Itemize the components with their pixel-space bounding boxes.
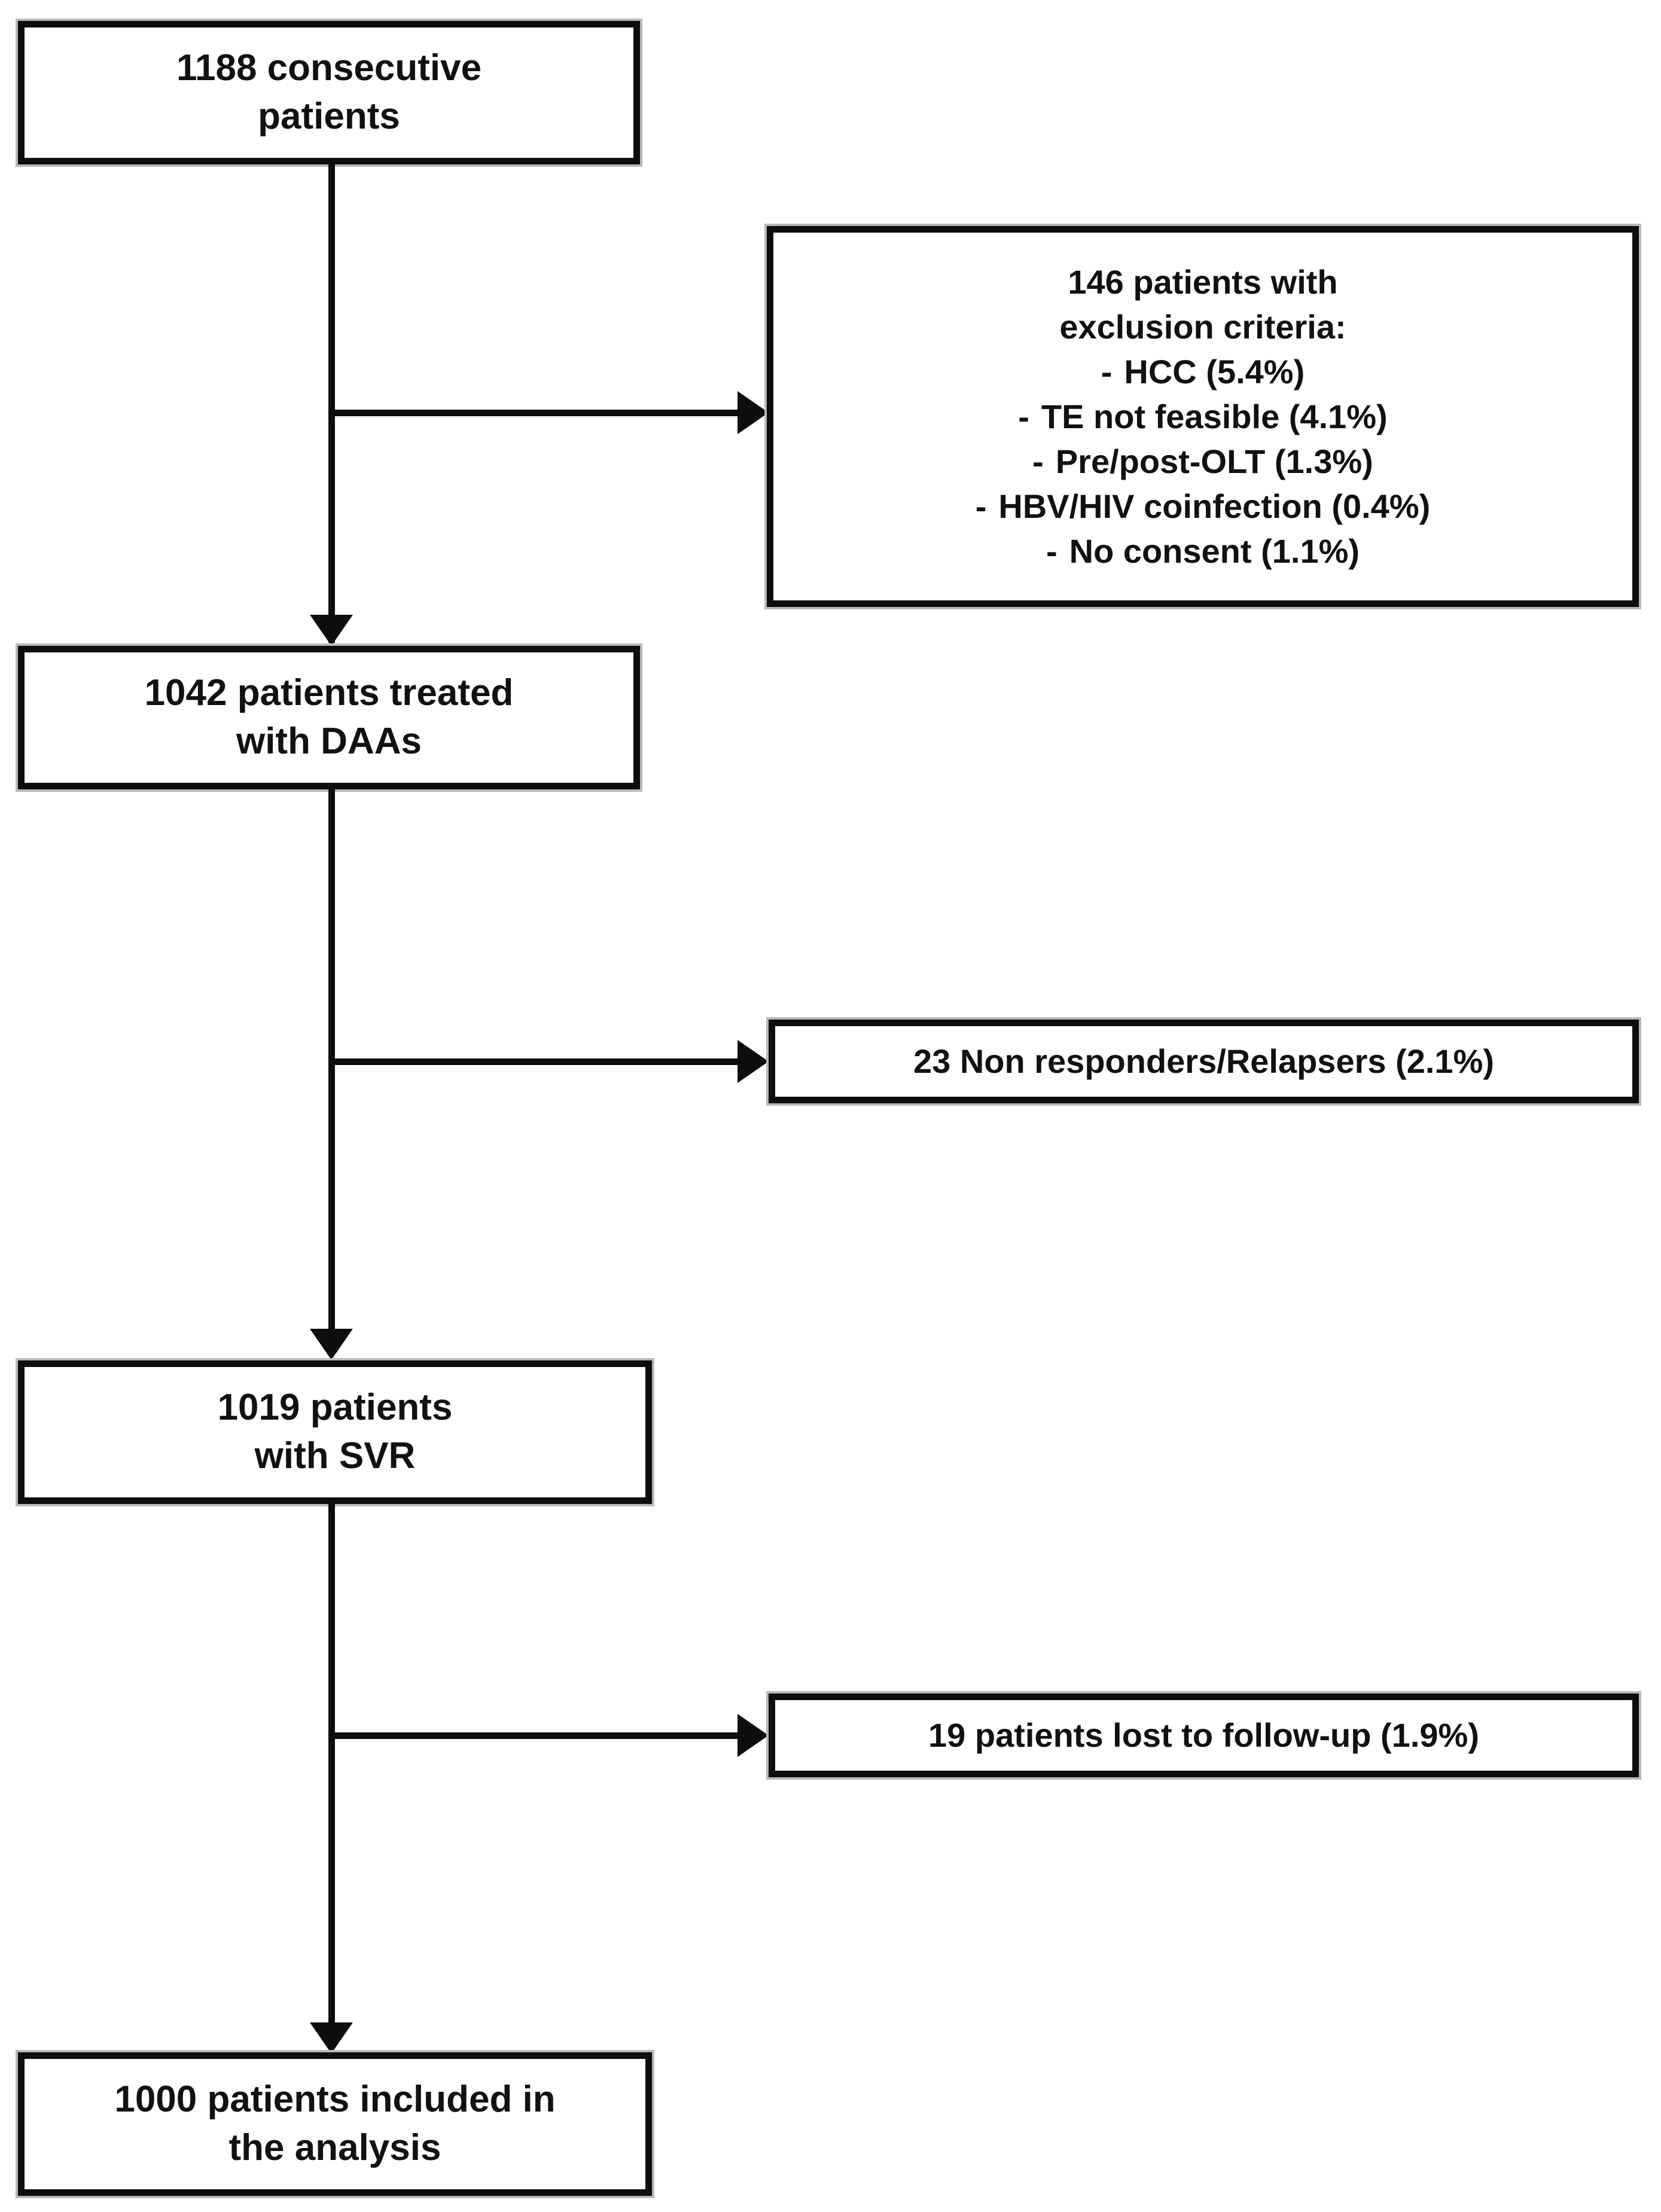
node-included: 1000 patients included in the analysis bbox=[16, 2050, 654, 2198]
node-nonresponders-label: 23 Non responders/Relapsers (2.1%) bbox=[913, 1042, 1495, 1080]
list-item: -No consent (1.1%) bbox=[976, 529, 1431, 573]
node-excluded-title: 146 patients with exclusion criteria: bbox=[1059, 263, 1346, 346]
list-item: -HCC (5.4%) bbox=[976, 349, 1431, 394]
node-enrolled: 1188 consecutive patients bbox=[16, 19, 642, 167]
arrowhead-treated-to-svr bbox=[310, 1329, 353, 1360]
connector-treated-to-nonresponders bbox=[328, 1058, 747, 1065]
arrowhead-svr-to-lost bbox=[737, 1714, 769, 1757]
connector-svr-to-lost bbox=[328, 1732, 747, 1739]
list-item-label: HCC (5.4%) bbox=[1124, 352, 1305, 390]
list-item-label: HBV/HIV coinfection (0.4%) bbox=[998, 487, 1431, 526]
node-excluded: 146 patients with exclusion criteria: -H… bbox=[764, 224, 1641, 609]
node-lost-to-followup-label: 19 patients lost to follow-up (1.9%) bbox=[928, 1716, 1479, 1754]
node-treated-label: 1042 patients treated with DAAs bbox=[144, 672, 514, 762]
bullet-dash: - bbox=[1032, 443, 1044, 481]
list-item: -TE not feasible (4.1%) bbox=[976, 394, 1431, 439]
bullet-dash: - bbox=[1101, 352, 1113, 390]
node-enrolled-label: 1188 consecutive patients bbox=[176, 47, 482, 137]
node-svr-label: 1019 patients with SVR bbox=[217, 1387, 453, 1476]
node-svr: 1019 patients with SVR bbox=[16, 1358, 654, 1506]
node-included-label: 1000 patients included in the analysis bbox=[114, 2079, 556, 2168]
node-lost-to-followup: 19 patients lost to follow-up (1.9%) bbox=[766, 1691, 1641, 1780]
arrowhead-treated-to-nonresponders bbox=[737, 1040, 769, 1083]
connector-enrolled-to-excluded bbox=[328, 410, 747, 416]
list-item-label: Pre/post-OLT (1.3%) bbox=[1055, 443, 1373, 481]
list-item: -Pre/post-OLT (1.3%) bbox=[976, 439, 1431, 484]
list-item-label: No consent (1.1%) bbox=[1069, 532, 1360, 570]
exclusion-criteria-list: -HCC (5.4%) -TE not feasible (4.1%) -Pre… bbox=[976, 349, 1431, 573]
list-item: -HBV/HIV coinfection (0.4%) bbox=[976, 484, 1431, 529]
node-treated: 1042 patients treated with DAAs bbox=[16, 643, 642, 792]
list-item-label: TE not feasible (4.1%) bbox=[1041, 397, 1388, 435]
arrowhead-enrolled-to-treated bbox=[310, 615, 353, 646]
arrowhead-svr-to-included bbox=[310, 2022, 353, 2054]
arrowhead-enrolled-to-excluded bbox=[737, 391, 769, 434]
bullet-dash: - bbox=[1018, 397, 1029, 435]
bullet-dash: - bbox=[1046, 532, 1057, 570]
node-nonresponders: 23 Non responders/Relapsers (2.1%) bbox=[766, 1017, 1641, 1106]
connector-svr-to-included bbox=[328, 1504, 335, 2030]
bullet-dash: - bbox=[975, 487, 987, 526]
connector-enrolled-to-treated bbox=[328, 164, 335, 643]
